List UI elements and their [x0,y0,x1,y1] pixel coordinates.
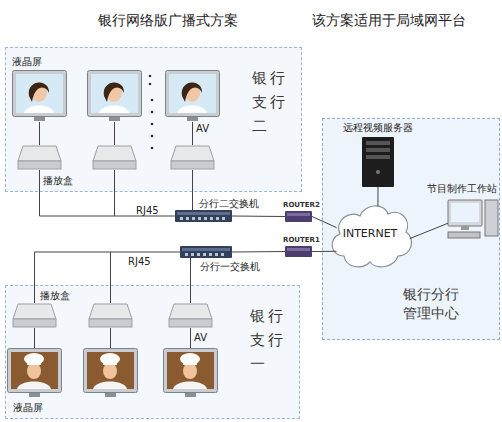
cable-connector [312,217,337,228]
lcd-screen-picture [13,71,67,122]
branch-area: 银行支行二 液晶屏播放盒 [5,47,302,192]
workstation-picture [448,200,498,238]
node-text: ROUTER1 [283,236,323,245]
cable-label: RJ45 [128,256,151,268]
cable-connector [232,251,285,253]
signal-label: AV [194,332,207,344]
node-text: 远程视频服务器 [342,122,414,134]
management-area: 银行分行 管理中心 远程视频服务器 INTERNET 节目制作工作站 [322,118,500,340]
cable-connector [410,223,448,239]
player-box-picture [93,146,136,169]
node-text: 银行支行一 [250,304,290,376]
node-text: 分行一交换机 [200,261,270,273]
branch-area: 银行支行一 播放盒液晶屏 [5,285,300,419]
server-picture [362,137,394,187]
player-box-picture [169,304,212,327]
node-text: 节目制作工作站 [426,183,498,195]
node-text: ROUTER2 [283,201,323,210]
ellipsis-dots [149,75,154,150]
lcd-screen-picture [166,71,220,122]
cable-connector [40,170,176,216]
player-box-picture [18,146,61,169]
lcd-screen-picture [84,349,138,398]
cable-connector [34,328,35,348]
diagram-title: 银行网络版广播式方案 [98,12,238,28]
node-text: 播放盒 [40,290,80,302]
note-text: 该方案适用于局域网平台 [312,12,466,28]
lcd-screen-picture [164,349,218,398]
network-switch: 分行二交换机 [175,210,232,222]
node-text: 分行二交换机 [199,198,269,210]
cable [111,122,193,348]
cable-connector [312,251,337,252]
switch-picture [175,210,232,258]
cable-connector [377,187,378,206]
router: ROUTER1 [285,246,312,257]
player-box-picture [171,146,214,169]
cable-label: RJ45 [136,205,159,217]
node-text: INTERNET [326,227,414,241]
lcd-screen: 液晶屏 [12,70,67,122]
player-box: 播放盒 [12,303,57,328]
node-text: 液晶屏 [13,402,53,414]
cable-connector [39,122,40,145]
player-box-picture [89,304,132,327]
node-text: 银行支行二 [252,66,292,138]
node-text: 液晶屏 [12,56,52,68]
network-switch: 分行一交换机 [180,246,232,258]
signal-label: AV [196,123,209,135]
node-text: 银行分行 管理中心 [399,285,463,323]
router: ROUTER2 [285,211,312,222]
lcd-screen-picture [8,349,62,398]
router-picture [285,211,312,257]
node-text: 播放盒 [43,175,83,187]
video-server: 远程视频服务器 [362,137,394,187]
cable-connector [35,252,181,303]
player-box: 播放盒 [17,145,62,170]
lcd-screen: 液晶屏 [7,348,62,398]
cable-connector [232,216,285,218]
switch-ports [180,217,225,256]
player-box-picture [13,304,56,327]
lcd-screen-picture [88,71,142,122]
workstation: 节目制作工作站 [448,198,498,240]
internet-cloud: INTERNET [326,198,414,272]
